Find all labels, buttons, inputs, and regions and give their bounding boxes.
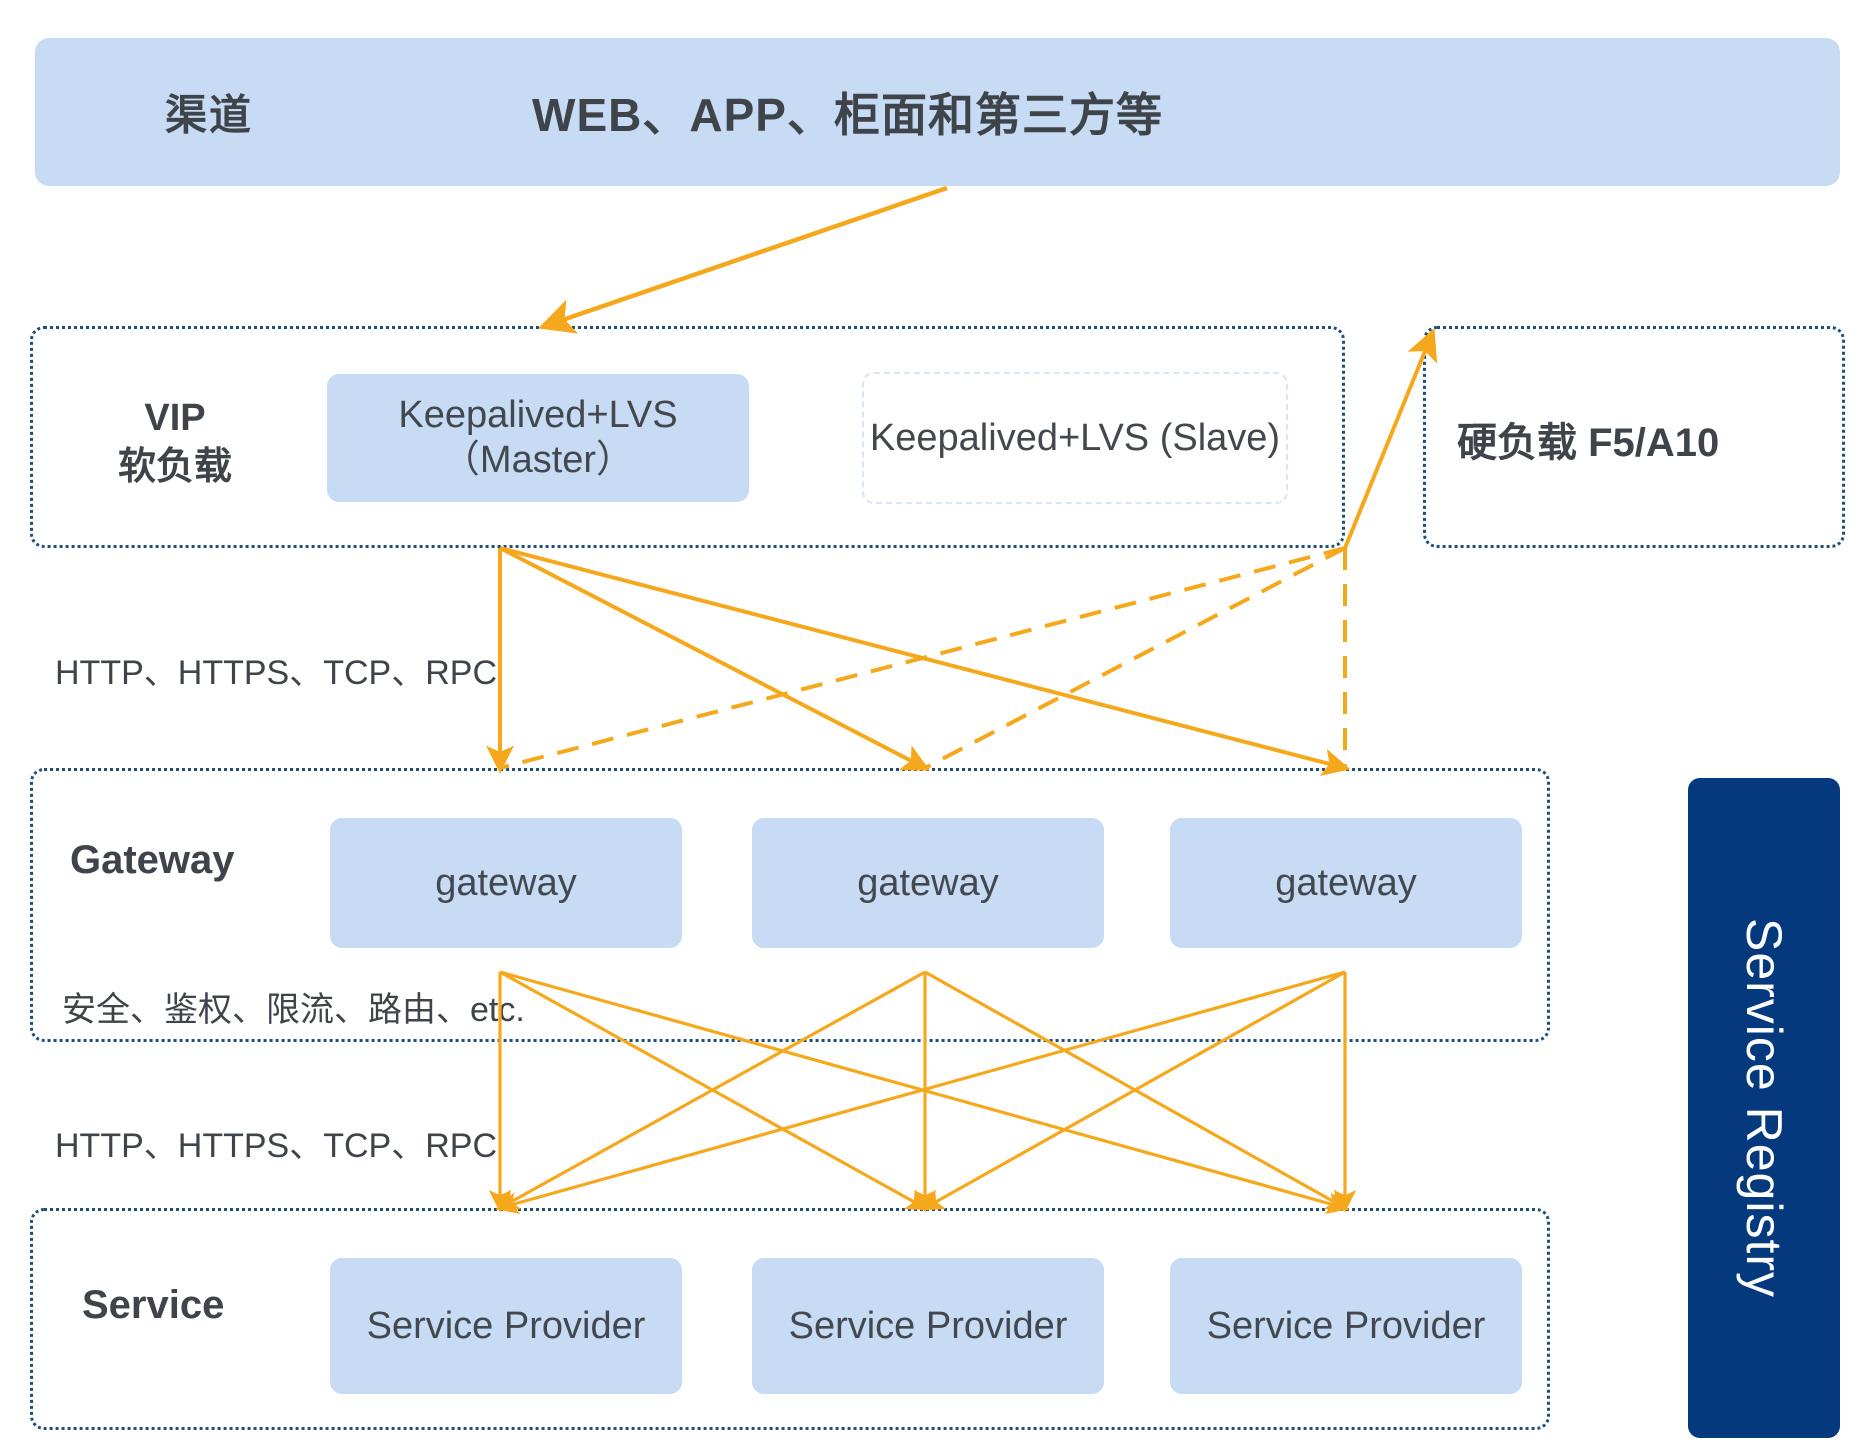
channel-layer-label: 渠道 [165,91,254,139]
edge-channel-to-master [538,185,948,334]
edges-hardlb-to-gateways [499,546,1347,770]
service-provider-node-3[interactable]: Service Provider [1170,1258,1522,1394]
vip-layer-label-line2: 软负载 [117,445,232,488]
service-provider-node-1[interactable]: Service Provider [330,1258,682,1394]
gateway-node-3[interactable]: gateway [1170,818,1522,948]
channel-banner: 渠道 WEB、APP、柜面和第三方等 [35,38,1840,186]
channel-title: WEB、APP、柜面和第三方等 [532,89,1163,141]
service-registry-panel[interactable]: Service Registry [1688,778,1840,1438]
edges-master-to-gateways [486,546,1351,776]
hard-load-balancer-label: 硬负载 F5/A10 [1457,421,1720,465]
gateway-feature-label: 安全、鉴权、限流、路由、etc. [62,991,525,1029]
gateway-node-1[interactable]: gateway [330,818,682,948]
service-registry-label: Service Registry [1736,918,1792,1298]
keepalived-lvs-slave-node[interactable]: Keepalived+LVS (Slave) [862,372,1288,504]
service-layer-label: Service [82,1283,225,1327]
vip-layer-label-line1: VIP [144,397,206,439]
vip-layer-label: VIP 软负载 [95,394,255,491]
edge-hardlb-to-vip [1343,328,1438,549]
gateway-node-2[interactable]: gateway [752,818,1104,948]
protocol-label-bottom: HTTP、HTTPS、TCP、RPC [55,1127,497,1165]
keepalived-lvs-master-node[interactable]: Keepalived+LVS（Master） [327,374,749,502]
gateway-layer-label: Gateway [70,838,235,882]
protocol-label-top: HTTP、HTTPS、TCP、RPC [55,654,497,692]
service-provider-node-2[interactable]: Service Provider [752,1258,1104,1394]
